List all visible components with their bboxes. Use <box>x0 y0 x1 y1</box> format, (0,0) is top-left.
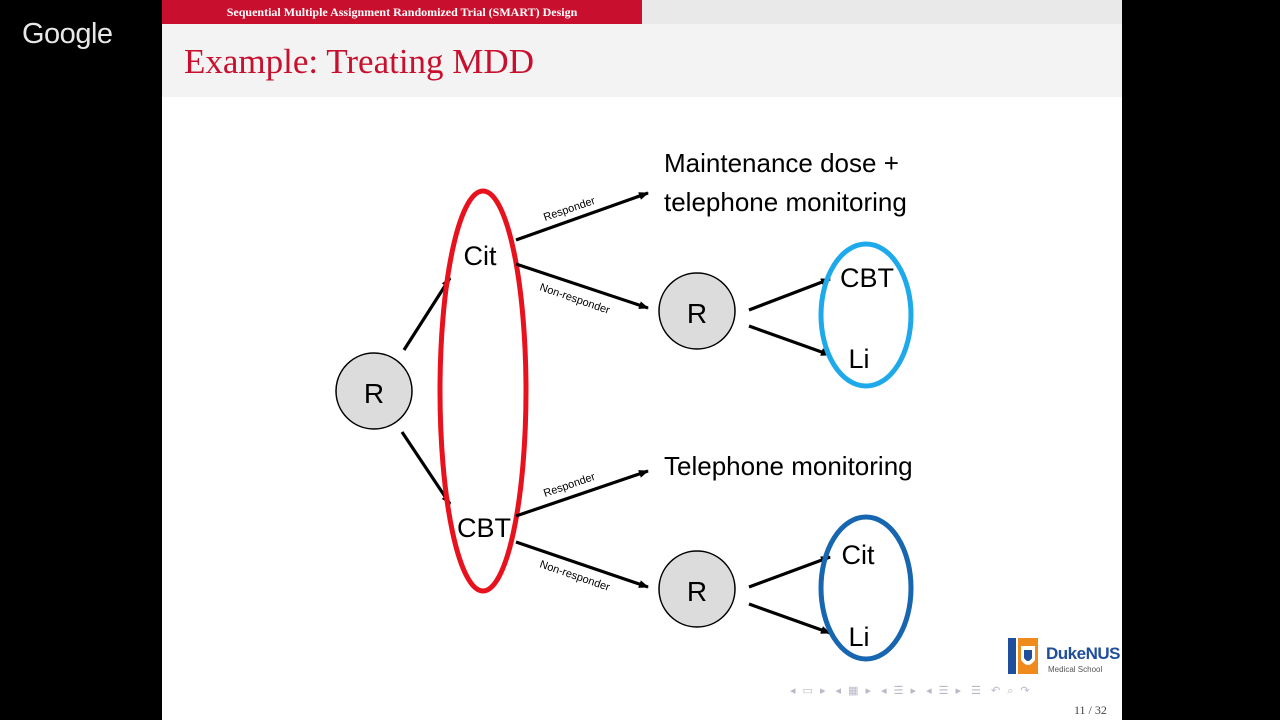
smart-design-diagram: R Cit CBT Responder Non-responder Mainte… <box>335 148 914 662</box>
arrow-right-icon[interactable]: ▸ <box>955 685 961 697</box>
arrow-cit-non-responder <box>515 262 649 310</box>
arrow-left-icon[interactable]: ◂ <box>926 685 932 697</box>
slide: Sequential Multiple Assignment Randomize… <box>162 0 1122 720</box>
page-number: 11 / 32 <box>1074 703 1107 717</box>
arrow-top-r-to-cbt <box>748 277 831 312</box>
arrow-right-icon[interactable]: ▸ <box>819 685 826 697</box>
edge-label-non-responder-top: Non-responder <box>538 281 612 316</box>
rerandomization-node-bottom <box>658 550 736 628</box>
edge-label-non-responder-bottom: Non-responder <box>538 558 612 593</box>
google-logo: Google <box>22 18 113 50</box>
initial-randomization-label: R <box>364 378 384 409</box>
slide-header-bar: Sequential Multiple Assignment Randomize… <box>162 0 642 24</box>
arrow-cbt-responder <box>515 469 649 518</box>
rerandomization-label-bottom: R <box>687 576 707 607</box>
section-icon[interactable]: ☰ <box>971 685 981 697</box>
stage2-ellipse-top <box>818 241 914 389</box>
arrow-left-icon[interactable]: ◂ <box>835 685 842 697</box>
arrow-r-to-cit <box>402 277 452 351</box>
stage2-ellipse-bottom <box>818 514 914 662</box>
stage2-bottom-option-li: Li <box>848 622 869 652</box>
arrow-cbt-non-responder <box>515 540 649 589</box>
outcome-cit-responder-line2: telephone monitoring <box>664 187 907 217</box>
edge-label-responder-bottom: Responder <box>542 471 597 500</box>
outcome-cbt-responder: Telephone monitoring <box>664 451 913 481</box>
subsection-icon[interactable]: ▦ <box>848 685 859 697</box>
slide-title: Example: Treating MDD <box>184 42 534 81</box>
dukenus-logo: DukeNUS Medical School <box>1002 636 1120 678</box>
arrow-right-icon[interactable]: ▸ <box>865 685 871 697</box>
logo-subtext: Medical School <box>1048 665 1103 674</box>
redo-icon[interactable]: ↷ <box>1020 685 1030 697</box>
rerandomization-node-top <box>658 272 736 350</box>
frame-icon[interactable]: ▭ <box>802 685 813 697</box>
stage1-option-cbt: CBT <box>457 513 511 543</box>
arrow-bottom-r-to-li <box>748 602 831 635</box>
header-bar-right <box>642 0 1122 24</box>
search-icon[interactable]: ⌕ <box>1007 685 1014 697</box>
beamer-navigation: ◂ ▭ ▸ ◂ ▦ ▸ ◂ ☰ ▸ ◂ ☰ ▸ ☰ ↶ ⌕ ↷ <box>790 684 1110 698</box>
section-icon[interactable]: ☰ <box>893 685 904 697</box>
arrow-left-icon[interactable]: ◂ <box>790 685 796 697</box>
stage1-ellipse <box>437 188 529 594</box>
initial-randomization-node <box>335 352 413 430</box>
stage2-bottom-option-cit: Cit <box>842 540 875 570</box>
dukenus-shield-icon <box>1008 638 1038 674</box>
undo-icon[interactable]: ↶ <box>991 685 1001 697</box>
outcome-cit-responder-line1: Maintenance dose + <box>664 148 899 178</box>
arrow-left-icon[interactable]: ◂ <box>881 685 887 697</box>
arrow-top-r-to-li <box>748 324 831 357</box>
arrow-right-icon[interactable]: ▸ <box>910 685 916 697</box>
stage2-top-option-cbt: CBT <box>840 263 894 293</box>
section-icon[interactable]: ☰ <box>938 685 949 697</box>
arrow-bottom-r-to-cit <box>748 555 831 589</box>
arrow-r-to-cbt <box>400 431 452 505</box>
stage1-option-cit: Cit <box>464 241 497 271</box>
logo-text: DukeNUS <box>1046 644 1120 663</box>
rerandomization-label-top: R <box>687 298 707 329</box>
stage2-top-option-li: Li <box>848 344 869 374</box>
arrow-cit-responder <box>515 191 649 242</box>
